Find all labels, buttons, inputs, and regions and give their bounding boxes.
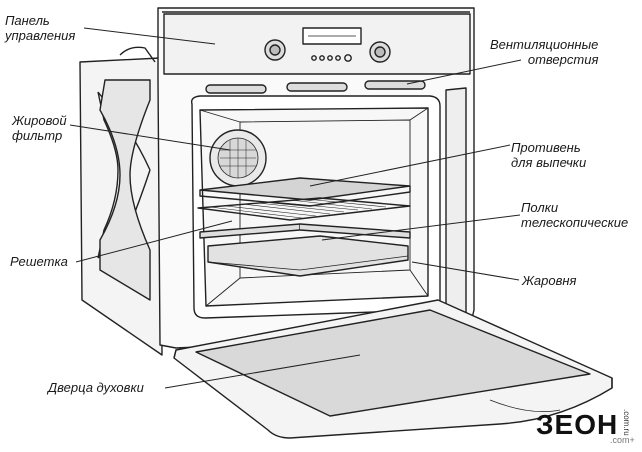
label-grease-filter: Жировой фильтр: [12, 113, 67, 143]
label-baking-tray: Противень для выпечки: [511, 140, 587, 170]
door-glass: [195, 309, 591, 417]
telescopic-rail-right: [299, 223, 411, 239]
vent-slot-2: [286, 82, 348, 92]
vent-slot-1: [205, 84, 267, 94]
logo-suffix-text: .com+: [610, 435, 635, 445]
label-oven-door: Дверца духовки: [48, 380, 144, 395]
logo-side-text: .com.ru: [622, 409, 631, 436]
label-vents: Вентиляционные отверстия: [490, 37, 599, 67]
zeon-logo: ЗЕОН .com.ru .com+: [536, 409, 636, 445]
label-telescopic-shelves: Полки телескопические: [521, 200, 629, 230]
logo-main-text: ЗЕОН: [536, 409, 619, 440]
rack-grid: [197, 197, 411, 221]
label-control-panel: Панель управления: [5, 13, 76, 43]
label-rack: Решетка: [10, 254, 68, 269]
label-roasting-pan: Жаровня: [522, 273, 577, 288]
